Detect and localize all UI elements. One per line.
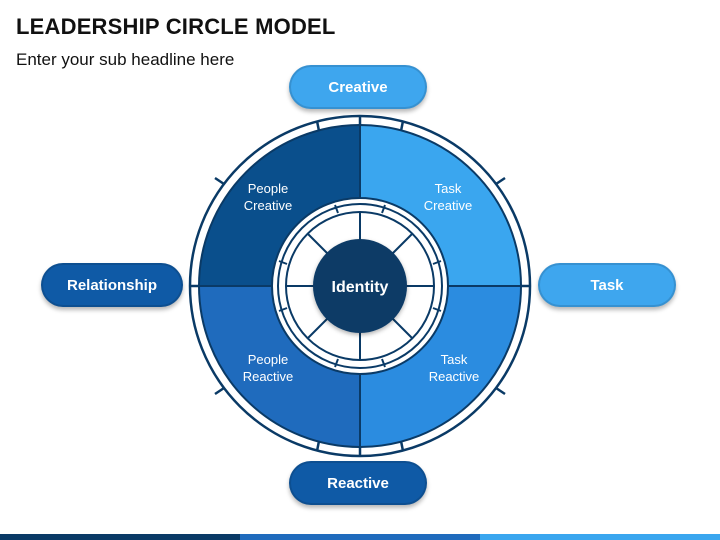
center-circle	[313, 239, 407, 333]
bottom-bar-segment-light	[480, 534, 720, 540]
quadrant-label-bottom-right-line1: Task	[441, 352, 468, 367]
axis-label-creative: Creative	[289, 65, 427, 109]
quadrant-label-top-left-line1: People	[248, 181, 288, 196]
bottom-bar-segment-mid	[240, 534, 480, 540]
quadrant-top-right	[359, 123, 523, 287]
quadrant-bottom-right	[359, 285, 523, 449]
inner-spokes	[278, 204, 442, 368]
axis-lines	[199, 125, 521, 447]
quadrant-label-bottom-left-line1: People	[248, 352, 288, 367]
bottom-accent-bar	[0, 534, 720, 540]
quadrant-label-top-right-line2: Creative	[424, 198, 472, 213]
page-subtitle: Enter your sub headline here	[16, 50, 235, 69]
axis-label-task: Task	[538, 263, 676, 307]
quadrant-label-top-left-line2: Creative	[244, 198, 292, 213]
axis-label-reactive: Reactive	[289, 461, 427, 505]
bottom-bar-segment-dark	[0, 534, 240, 540]
axis-label-relationship: Relationship	[41, 263, 183, 307]
quadrant-bottom-left	[197, 285, 361, 449]
quadrant-label-bottom-left-line2: Reactive	[243, 369, 294, 384]
outer-ring-ticks	[190, 116, 530, 456]
center-label: Identity	[332, 279, 389, 296]
page-title: LEADERSHIP CIRCLE MODEL	[16, 14, 336, 39]
quadrant-label-bottom-right-line2: Reactive	[429, 369, 480, 384]
quadrant-top-left	[197, 123, 361, 287]
quadrant-label-top-right-line1: Task	[435, 181, 462, 196]
